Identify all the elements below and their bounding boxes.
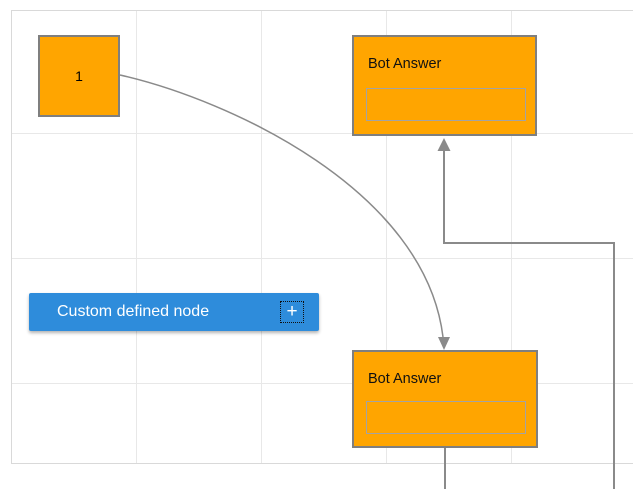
orthogonal-connector[interactable] <box>443 151 615 489</box>
node-start-label: 1 <box>75 68 83 84</box>
node-bot-answer-bottom[interactable]: Bot Answer <box>352 350 538 448</box>
bot-answer-title: Bot Answer <box>368 56 442 72</box>
node-bot-answer-top[interactable]: Bot Answer <box>352 35 537 136</box>
arrowhead-up-icon <box>437 138 451 151</box>
bot-answer-input[interactable] <box>366 88 526 121</box>
node-start[interactable]: 1 <box>38 35 120 117</box>
curved-connector[interactable] <box>119 74 444 338</box>
add-icon: + <box>286 300 298 322</box>
bot-answer-input[interactable] <box>366 401 526 434</box>
add-port-button[interactable]: + <box>280 301 304 323</box>
bot-answer-title: Bot Answer <box>368 371 442 387</box>
custom-node-label: Custom defined node <box>57 303 210 320</box>
arrowhead-down-icon <box>438 337 450 350</box>
node-custom-defined[interactable]: Custom defined node + <box>29 293 319 331</box>
